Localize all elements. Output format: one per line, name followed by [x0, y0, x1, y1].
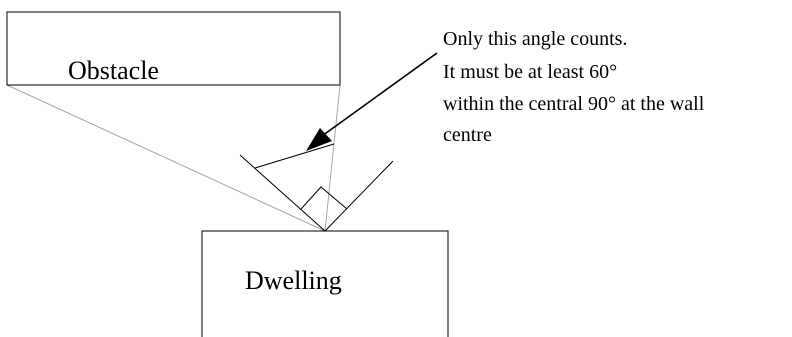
annotation-line-2: It must be at least 60° — [443, 61, 617, 83]
annotation-line-3: within the central 90° at the wall — [443, 93, 705, 115]
dwelling-label: Dwelling — [245, 266, 342, 295]
pointer-arrow-shaft — [321, 52, 438, 137]
pointer-arrow-head — [306, 128, 332, 151]
annotation-line-1: Only this angle counts. — [443, 28, 627, 50]
counted-angle-arc — [254, 143, 335, 169]
zone-boundary-left — [239, 154, 326, 232]
right-angle-marker — [300, 186, 348, 210]
dwelling-box — [201, 230, 449, 337]
zone-boundary-right — [324, 160, 394, 232]
obstacle-box — [6, 11, 341, 86]
sight-line-left — [6, 84, 326, 232]
annotation-line-4: centre — [443, 124, 492, 146]
obstacle-label: Obstacle — [68, 56, 159, 85]
sight-line-right — [324, 84, 341, 232]
